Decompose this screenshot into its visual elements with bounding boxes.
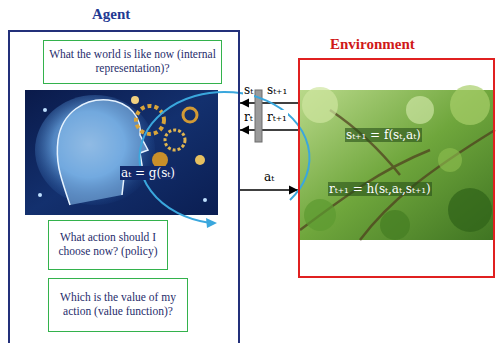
ai-head-picture — [25, 90, 218, 215]
region-title: Agent — [92, 6, 130, 23]
arrowhead — [240, 126, 249, 135]
equation-label: sₜ₊₁ = f(sₜ,aₜ) — [345, 128, 422, 142]
region-title: Environment — [330, 36, 415, 53]
box-text: What action should I choose now? (policy… — [49, 229, 167, 261]
edge-label: rₜ₊₁ — [266, 110, 288, 124]
equation-label: rₜ₊₁ = h(sₜ,aₜ,sₜ₊₁) — [328, 182, 432, 196]
cycle-arrowhead — [206, 218, 217, 228]
equation-label: aₜ = g(sₜ) — [120, 166, 176, 180]
policy-box: What action should I choose now? (policy… — [48, 220, 168, 270]
environment-box: Environment — [298, 58, 495, 278]
box-text: Which is the value of my action (value f… — [49, 289, 187, 321]
signal-label: sₜ — [243, 83, 254, 97]
tree-foliage-picture — [300, 85, 495, 240]
signal-label: rₜ — [243, 110, 254, 124]
arrowhead — [240, 99, 249, 108]
value-box: Which is the value of my action (value f… — [48, 278, 188, 332]
agent-box: AgentWhat the world is like now (interna… — [8, 30, 240, 343]
edge-label: sₜ₊₁ — [266, 83, 288, 97]
question-box: What the world is like now (internal rep… — [43, 40, 222, 84]
edge-label: aₜ — [263, 170, 275, 184]
box-text: What the world is like now (internal rep… — [44, 46, 221, 78]
cycle-arc — [139, 92, 309, 223]
